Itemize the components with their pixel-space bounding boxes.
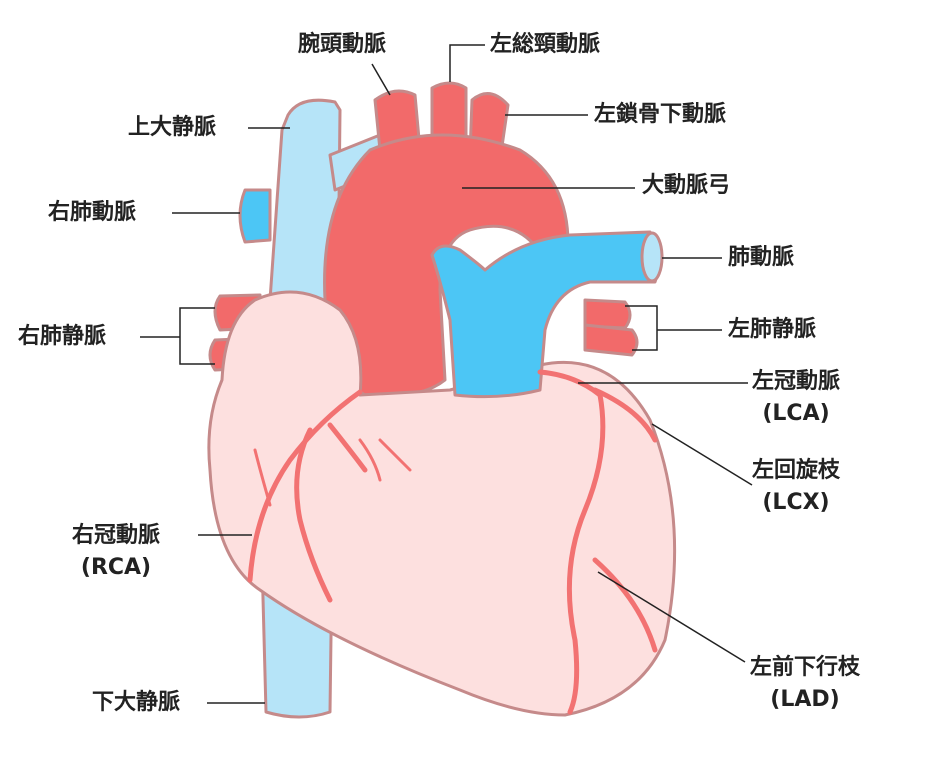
label-lcx-name: 左回旋枝: [752, 458, 841, 483]
lad-vessel: [566, 392, 606, 715]
pulmonary-trunk: [430, 230, 661, 399]
label-rca-abbr: (RCA): [80, 555, 152, 580]
label-left-subclavian: 左鎖骨下動脈: [594, 102, 727, 127]
label-lad-abbr: (LAD): [770, 687, 840, 712]
label-left-common-carotid: 左総頸動脈: [490, 32, 601, 57]
label-lad-name: 左前下行枝: [750, 655, 861, 680]
right-pulmonary-artery: [238, 188, 272, 244]
label-lca: 左冠動脈 (LCA): [752, 366, 840, 430]
leader-lcx: [651, 423, 753, 486]
label-lcx-abbr: (LCX): [762, 490, 830, 515]
label-right-pulmonary-veins: 右肺静脈: [18, 324, 107, 349]
label-lcx: 左回旋枝 (LCX): [752, 455, 840, 519]
left-pulmonary-vein-upper: [583, 298, 632, 330]
leader-lad: [597, 571, 746, 663]
pulmonary-artery-opening: [640, 231, 664, 283]
label-lca-name: 左冠動脈: [752, 369, 841, 394]
label-svc: 上大静脈: [128, 115, 217, 140]
label-lad: 左前下行枝 (LAD): [750, 652, 860, 716]
leader-left-common-carotid: [449, 44, 485, 82]
lad-branch: [592, 557, 658, 653]
rca-branch-2: [327, 422, 368, 473]
label-ivc: 下大静脈: [92, 690, 181, 715]
rca-branch: [294, 427, 333, 603]
label-rca: 右冠動脈 (RCA): [72, 520, 160, 584]
label-left-pulmonary-veins: 左肺静脈: [728, 317, 817, 342]
label-lca-abbr: (LCA): [762, 401, 830, 426]
label-brachiocephalic: 腕頭動脈: [298, 32, 387, 57]
lcx-vessel: [592, 387, 658, 443]
label-right-pulmonary-artery: 右肺動脈: [48, 200, 137, 225]
label-aortic-arch: 大動脈弓: [642, 173, 731, 198]
leader-left-pulmonary-veins: [625, 305, 722, 351]
rca-vessel: [247, 389, 363, 583]
left-pulmonary-vein-lower: [583, 323, 639, 357]
label-pulmonary-artery: 肺動脈: [728, 245, 795, 270]
label-rca-name: 右冠動脈: [72, 523, 161, 548]
leader-right-pulmonary-veins: [140, 307, 215, 365]
leader-brachiocephalic: [371, 63, 391, 96]
